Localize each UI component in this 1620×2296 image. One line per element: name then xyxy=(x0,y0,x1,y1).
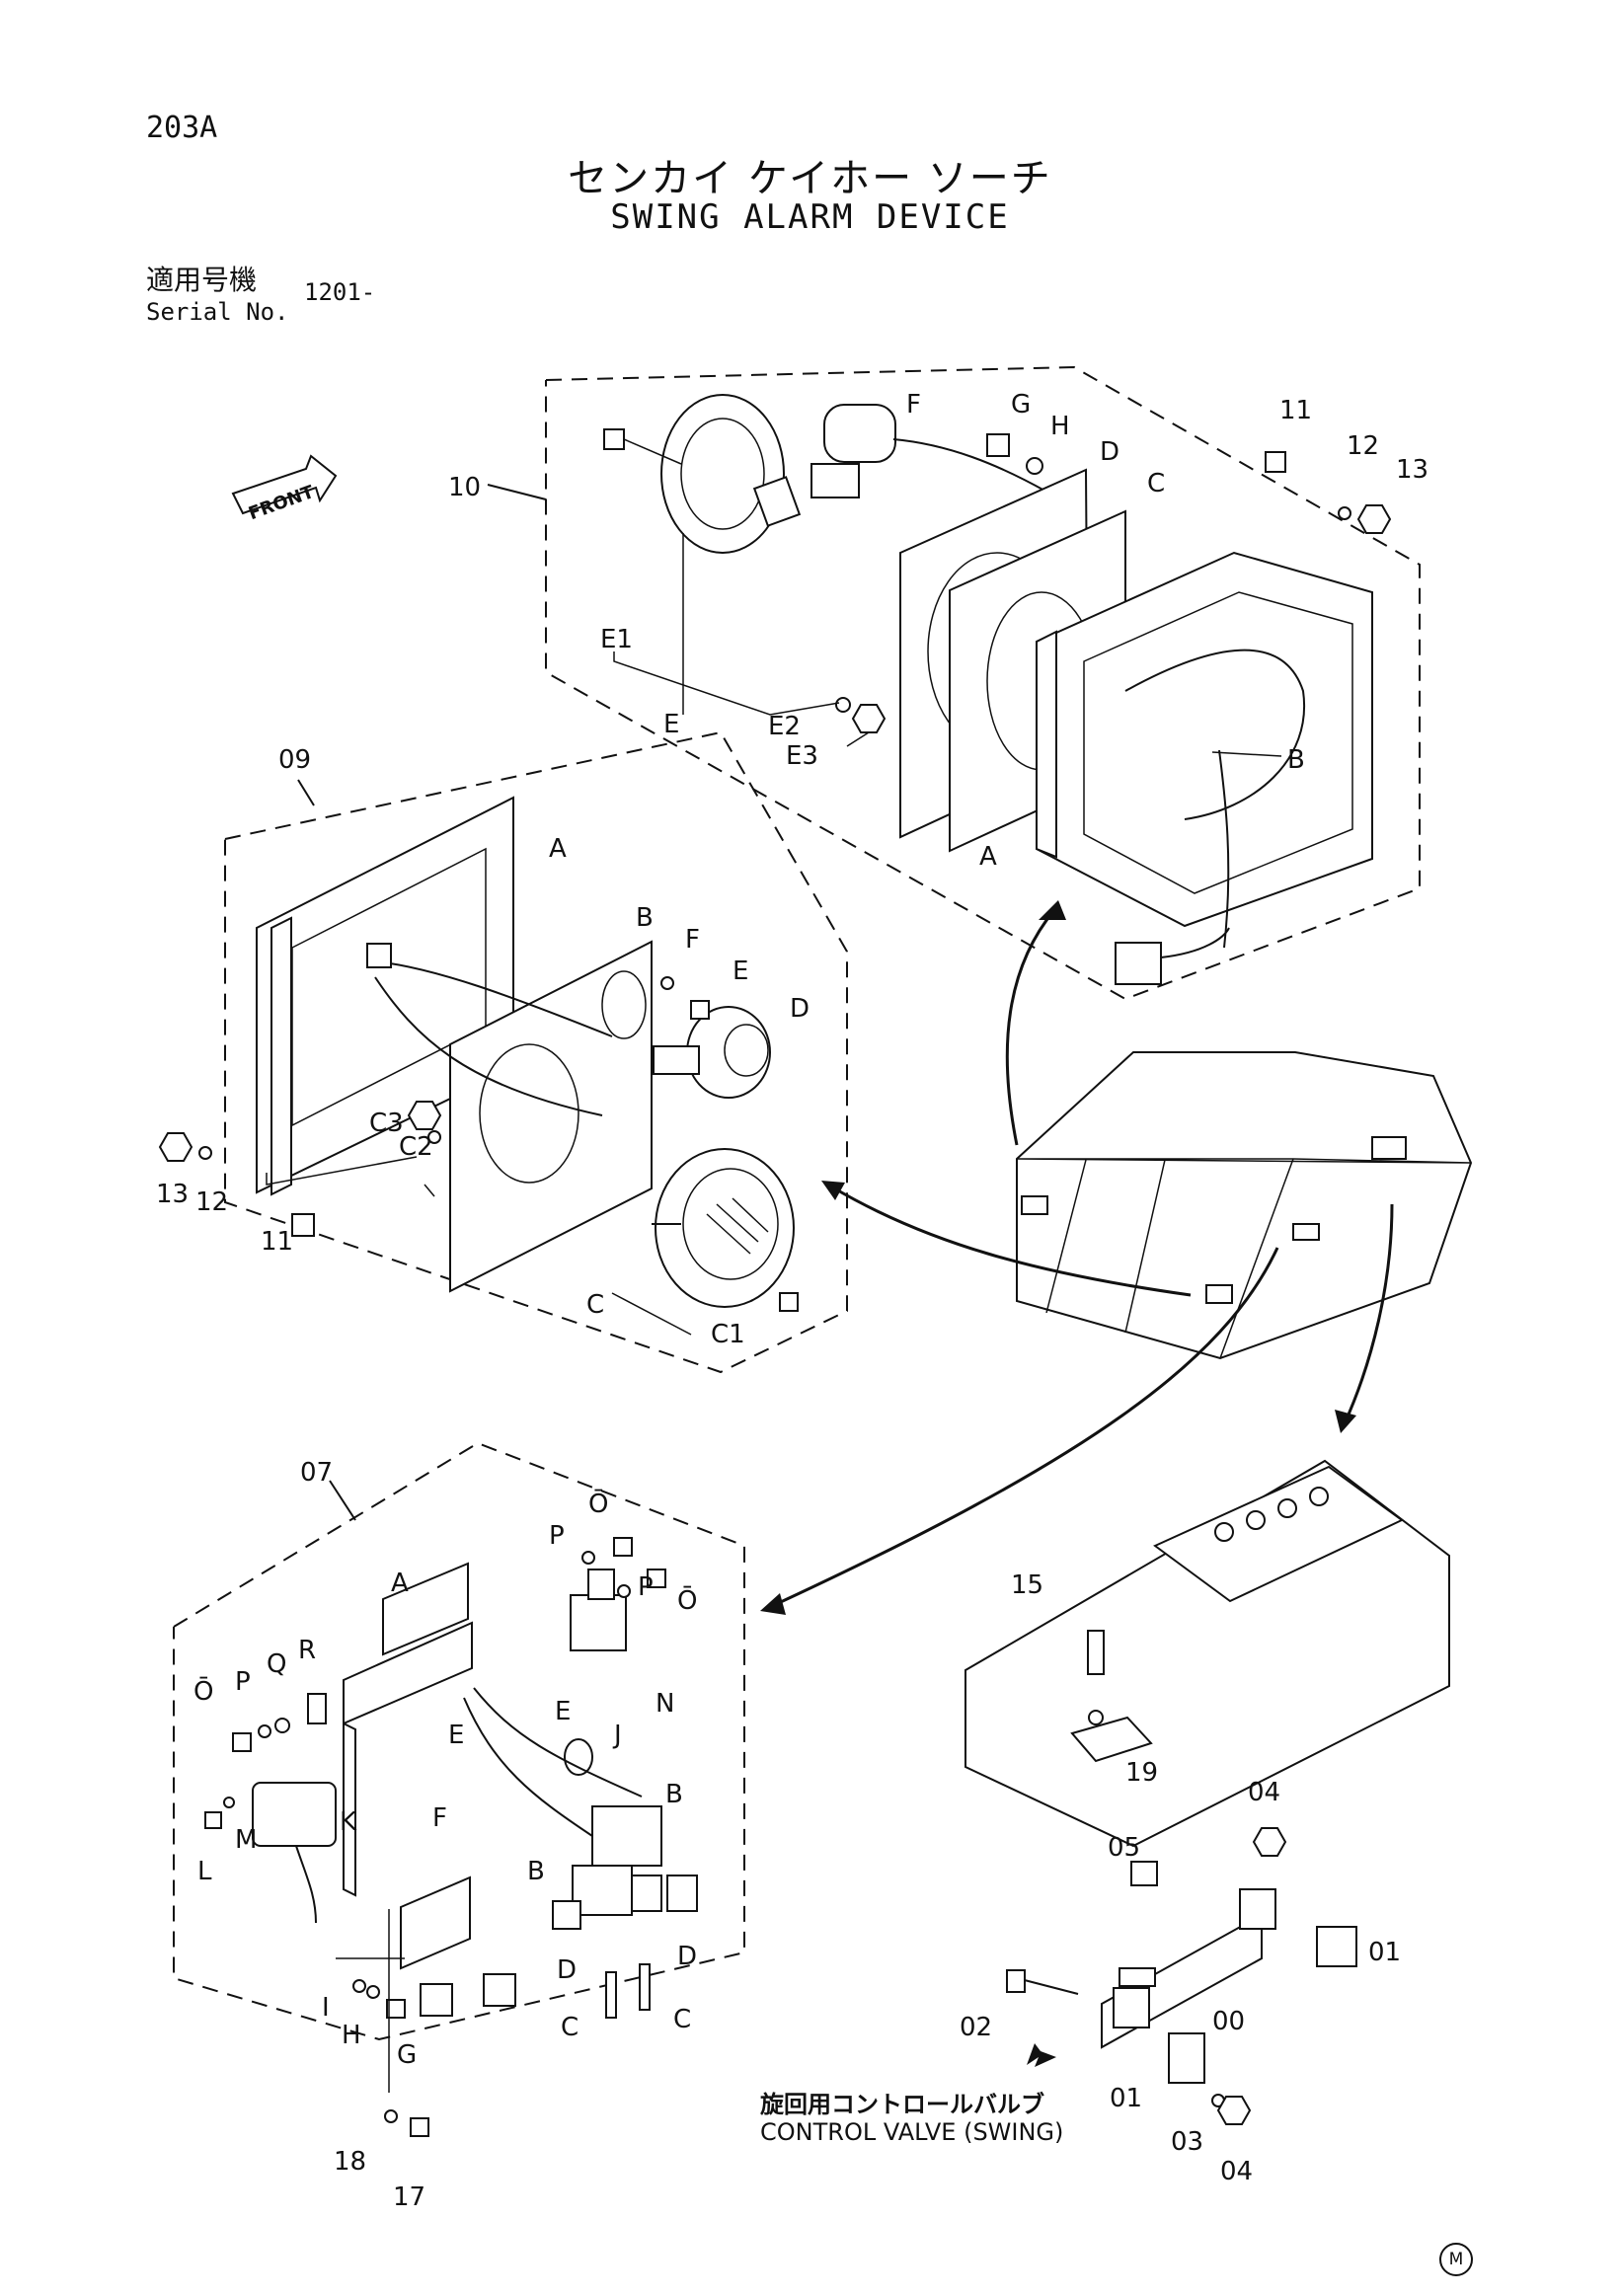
callout-07-P3: P xyxy=(235,1667,251,1697)
callout-07-O3: Ō xyxy=(193,1676,213,1707)
callout-03: 03 xyxy=(1171,2127,1203,2157)
callout-19: 19 xyxy=(1125,1758,1158,1788)
callout-09-13: 13 xyxy=(156,1180,189,1209)
callout-01b: 01 xyxy=(1110,2084,1142,2113)
callout-10-11: 11 xyxy=(1279,396,1312,425)
callout-10-C: C xyxy=(1147,469,1165,498)
callout-07-M: M xyxy=(235,1825,257,1855)
callout-07-G: G xyxy=(397,2040,417,2070)
title-japanese: センカイ ケイホー ソーチ xyxy=(568,156,1052,201)
callout-07-O2: Ō xyxy=(677,1585,697,1616)
callout-10-A: A xyxy=(979,842,997,872)
callout-09: 09 xyxy=(278,745,311,775)
callout-07-D2: D xyxy=(557,1955,577,1985)
assembly-09 xyxy=(158,730,848,1374)
machine-cab-body xyxy=(1016,1051,1473,1360)
callout-10-H: H xyxy=(1050,412,1070,441)
callout-07-L: L xyxy=(197,1857,212,1886)
control-valve-label-english: CONTROL VALVE (SWING) xyxy=(760,2118,1064,2146)
callout-09-C2: C2 xyxy=(399,1132,433,1162)
serial-value: 1201- xyxy=(304,278,376,306)
callout-10-D: D xyxy=(1100,437,1119,467)
callout-09-F: F xyxy=(685,925,700,955)
callout-09-D: D xyxy=(790,994,810,1024)
callout-07-C2: C xyxy=(673,2005,691,2034)
callout-07-O1: Ō xyxy=(588,1489,608,1519)
callout-07-18: 18 xyxy=(334,2147,366,2177)
callout-04b: 04 xyxy=(1220,2157,1253,2186)
callout-10-B: B xyxy=(1287,745,1305,775)
callout-09-A: A xyxy=(549,834,567,864)
callout-09-B: B xyxy=(636,903,654,933)
callout-07-E1: E xyxy=(555,1697,571,1726)
front-arrow-icon: FRONT xyxy=(231,454,338,524)
assembly-07 xyxy=(173,1441,745,2137)
control-panel-valve xyxy=(964,1459,1450,2125)
callout-arrows xyxy=(760,900,1394,1615)
callout-07-B1: B xyxy=(665,1780,683,1809)
callout-07-A: A xyxy=(391,1569,409,1598)
callout-07-Q: Q xyxy=(267,1649,286,1679)
callout-07-17: 17 xyxy=(393,2182,425,2212)
callout-09-E: E xyxy=(733,957,748,986)
callout-10-E2: E2 xyxy=(768,712,801,741)
page-code: 203A xyxy=(146,111,218,145)
callout-09-11: 11 xyxy=(261,1227,293,1257)
callout-07-P2: P xyxy=(638,1572,654,1602)
assembly-10 xyxy=(487,365,1421,1001)
callout-10-E: E xyxy=(663,710,679,739)
callout-07-I: I xyxy=(322,1993,330,2023)
callout-07-J: J xyxy=(612,1721,622,1750)
callout-09-12: 12 xyxy=(195,1187,228,1217)
callout-07-H: H xyxy=(342,2021,361,2050)
callout-07-D1: D xyxy=(677,1942,697,1971)
callout-07-C1: C xyxy=(561,2013,579,2042)
callout-10-E1: E1 xyxy=(600,625,633,654)
callout-07-N: N xyxy=(656,1689,674,1719)
serial-label-japanese: 適用号機 xyxy=(146,264,258,296)
callout-10-13: 13 xyxy=(1396,455,1428,485)
callout-10-F: F xyxy=(906,390,921,420)
circled-m-mark: M xyxy=(1439,2243,1473,2276)
callout-07-E2: E xyxy=(448,1721,464,1750)
callout-10-G: G xyxy=(1011,390,1031,420)
callout-01a: 01 xyxy=(1368,1938,1401,1967)
callout-07-P1: P xyxy=(549,1521,565,1551)
callout-07-B2: B xyxy=(527,1857,545,1886)
title-english: SWING ALARM DEVICE xyxy=(610,197,1010,237)
callout-05: 05 xyxy=(1108,1833,1140,1863)
callout-10: 10 xyxy=(448,473,481,502)
callout-02: 02 xyxy=(960,2013,992,2042)
callout-00: 00 xyxy=(1212,2007,1245,2036)
control-valve-label-japanese: 旋回用コントロールバルブ xyxy=(760,2091,1044,2118)
callout-07: 07 xyxy=(300,1458,333,1488)
callout-09-C3: C3 xyxy=(369,1109,404,1138)
callout-15: 15 xyxy=(1011,1570,1043,1600)
callout-07-F: F xyxy=(432,1803,447,1833)
callout-10-12: 12 xyxy=(1347,431,1379,461)
callout-09-C: C xyxy=(586,1290,604,1320)
callout-09-C1: C1 xyxy=(711,1320,745,1349)
callout-07-R: R xyxy=(298,1636,316,1665)
serial-label-english: Serial No. xyxy=(146,298,289,326)
callout-10-E3: E3 xyxy=(786,741,818,771)
callout-04a: 04 xyxy=(1248,1778,1280,1807)
callout-07-K: K xyxy=(340,1807,357,1837)
